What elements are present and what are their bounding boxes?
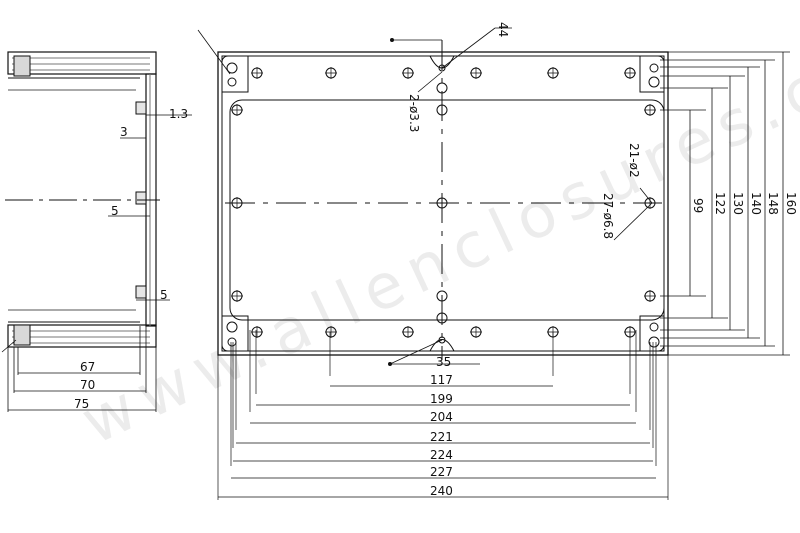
notch-bottom: [429, 339, 455, 352]
dim-224: 224: [430, 448, 453, 462]
dim-117: 117: [430, 373, 453, 387]
side-bottom-lip: [13, 324, 31, 346]
dim-130: 130: [731, 192, 745, 215]
hole: [436, 104, 448, 116]
dim-204: 204: [430, 410, 453, 424]
dim-160: 160: [784, 192, 798, 215]
leader-27-6-8: [613, 202, 653, 241]
side-dim-70: 70: [80, 378, 95, 392]
leader-2-3-3: [417, 71, 443, 93]
side-section-view: [1, 51, 192, 412]
corner-pad-bottom-right: [639, 315, 665, 352]
dim-27-6-8: 27-ø6.8: [601, 193, 615, 239]
small-hole: [438, 336, 446, 344]
dim-221: 221: [430, 430, 453, 444]
dim-140: 140: [749, 192, 763, 215]
dim-2-3-3: 2-ø3.3: [407, 94, 421, 132]
side-top-lip: [13, 55, 31, 77]
side-section-mark: [1, 339, 17, 353]
watermark-text: www.allenclosures.com: [70, 0, 800, 459]
dim-227: 227: [430, 465, 453, 479]
hole: [436, 312, 448, 324]
side-dim-3: 3: [120, 125, 128, 139]
crosshair: [231, 67, 656, 338]
corner-hole: [227, 77, 237, 87]
tiny-dot: [388, 362, 392, 366]
corner-pad-top-left: [221, 55, 249, 93]
leader-corner: [197, 29, 231, 75]
dim-21-2: 21-ø2: [627, 143, 641, 178]
dim-240: 240: [430, 484, 453, 498]
hole-crosshairs: [231, 67, 656, 338]
tiny-dot: [390, 38, 394, 42]
side-rib-1: [135, 101, 147, 115]
corner-hole: [226, 321, 238, 333]
hole: [436, 82, 448, 94]
side-dim-75: 75: [74, 397, 89, 411]
dim-35: 35: [436, 355, 451, 369]
corner-hole: [649, 322, 659, 332]
dim-148: 148: [766, 192, 780, 215]
corner-hole: [649, 63, 659, 73]
corner-pad-top-right: [639, 55, 665, 93]
hole: [436, 197, 448, 209]
front-outer-frame: [217, 51, 669, 356]
side-dim-67: 67: [80, 360, 95, 374]
dim-44: 44: [496, 22, 510, 37]
side-rib-3: [135, 285, 147, 299]
dim-99: 99: [691, 198, 705, 213]
leader-35-ext: [389, 339, 443, 365]
side-rib-2: [135, 191, 147, 205]
side-dim-5a: 5: [111, 204, 119, 218]
front-view: [197, 27, 790, 500]
side-dim-5b: 5: [160, 288, 168, 302]
corner-hole: [226, 62, 238, 74]
small-hole: [438, 64, 446, 72]
leader-44: [441, 27, 496, 69]
corner-hole: [648, 336, 660, 348]
corner-hole: [227, 337, 237, 347]
hole: [436, 290, 448, 302]
side-dim-1-3: 1.3: [169, 107, 188, 121]
side-top-wall: [7, 51, 157, 75]
corner-hole: [648, 76, 660, 88]
dim-199: 199: [430, 392, 453, 406]
dim-122: 122: [713, 192, 727, 215]
corner-pad-bottom-left: [221, 315, 249, 352]
